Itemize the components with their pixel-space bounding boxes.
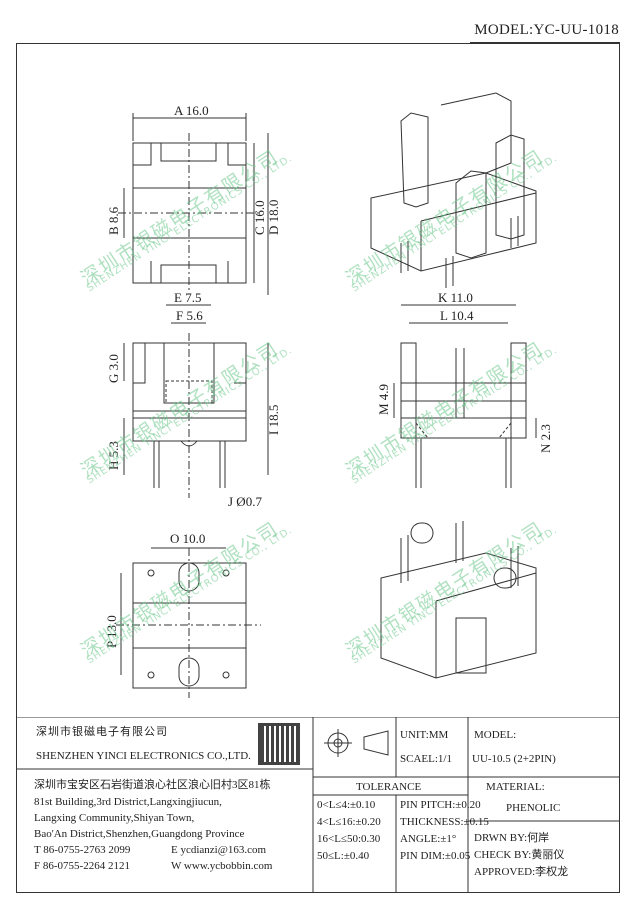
approved-by: APPROVED:李权龙 <box>474 866 569 878</box>
drawn-by: DRWN BY:何岸 <box>474 832 550 844</box>
side-view <box>393 304 537 488</box>
model-value: UU-10.5 (2+2PIN) <box>472 753 556 765</box>
dim-I: I 18.5 <box>266 405 281 435</box>
tolerance-5: PIN PITCH:±0.20 <box>400 799 481 811</box>
tolerance-4: 50≤L:±0.40 <box>317 850 370 862</box>
dim-N: N 2.3 <box>538 424 553 453</box>
dim-M: M 4.9 <box>376 384 391 415</box>
drawing-frame <box>16 43 620 893</box>
tolerance-6: THICKNESS:±0.15 <box>400 816 489 828</box>
dim-G: G 3.0 <box>106 354 121 383</box>
dim-B: B 8.6 <box>106 206 121 235</box>
bottom-view <box>116 547 261 698</box>
title-block: 深圳市银磁电子有限公司 SHENZHEN YINCI ELECTRONICS C… <box>16 717 620 893</box>
dim-E: E 7.5 <box>174 290 201 305</box>
check-by: CHECK BY:黄丽仪 <box>474 849 565 861</box>
company-name-en: SHENZHEN YINCI ELECTRONICS CO.,LTD. <box>36 750 251 762</box>
model-header: MODEL:YC-UU-1018 <box>474 22 619 38</box>
dim-P: P 13.0 <box>104 615 119 648</box>
company-web: W www.ycbobbin.com <box>171 860 273 872</box>
unit: UNIT:MM <box>400 729 449 741</box>
company-tel: T 86-0755-2763 2099 <box>34 844 131 856</box>
front-view <box>123 304 269 498</box>
dim-K: K 11.0 <box>438 290 473 305</box>
tolerance-1: 0<L≤4:±0.10 <box>317 799 376 811</box>
dim-D: D 18.0 <box>266 200 281 235</box>
top-view <box>118 113 269 295</box>
dim-F: F 5.6 <box>176 308 203 323</box>
dim-C: C 16.0 <box>252 200 267 235</box>
dim-O: O 10.0 <box>170 531 205 546</box>
iso-view-top <box>370 92 537 288</box>
projection-symbol <box>324 729 389 757</box>
dim-J: J Ø0.7 <box>228 494 262 509</box>
model-label: MODEL: <box>474 729 517 741</box>
company-name-cn: 深圳市银磁电子有限公司 <box>36 725 168 738</box>
tolerance-3: 16<L≤50:0.30 <box>317 833 381 845</box>
scale: SCAEL:1/1 <box>400 753 452 765</box>
tolerance-7: ANGLE:±1° <box>400 833 457 845</box>
tolerance-2: 4<L≤16:±0.20 <box>317 816 381 828</box>
technical-drawing: A 16.0 B 8.6 C 16.0 D 18.0 E 7.5 F 5.6 G… <box>104 92 553 698</box>
qr-code <box>258 723 300 765</box>
material-label: MATERIAL: <box>486 781 545 793</box>
dim-L: L 10.4 <box>440 308 474 323</box>
dim-A: A 16.0 <box>174 103 209 118</box>
tolerance-label: TOLERANCE <box>356 781 422 793</box>
address-line-2: 81st Building,3rd District,Langxingjiucu… <box>34 796 222 808</box>
address-line-4: Bao'An District,Shenzhen,Guangdong Provi… <box>34 828 245 840</box>
address-line-1: 深圳市宝安区石岩街道浪心社区浪心旧村3区81栋 <box>34 779 271 791</box>
address-line-3: Langxing Community,Shiyan Town, <box>34 812 195 824</box>
header-underline <box>470 42 620 43</box>
dim-H: H 5.3 <box>106 441 121 470</box>
material-value: PHENOLIC <box>506 802 561 814</box>
company-fax: F 86-0755-2264 2121 <box>34 860 130 872</box>
company-email: E ycdianzi@163.com <box>171 844 267 856</box>
iso-view-bottom <box>380 521 537 679</box>
tolerance-8: PIN DIM:±0.05 <box>400 850 471 862</box>
